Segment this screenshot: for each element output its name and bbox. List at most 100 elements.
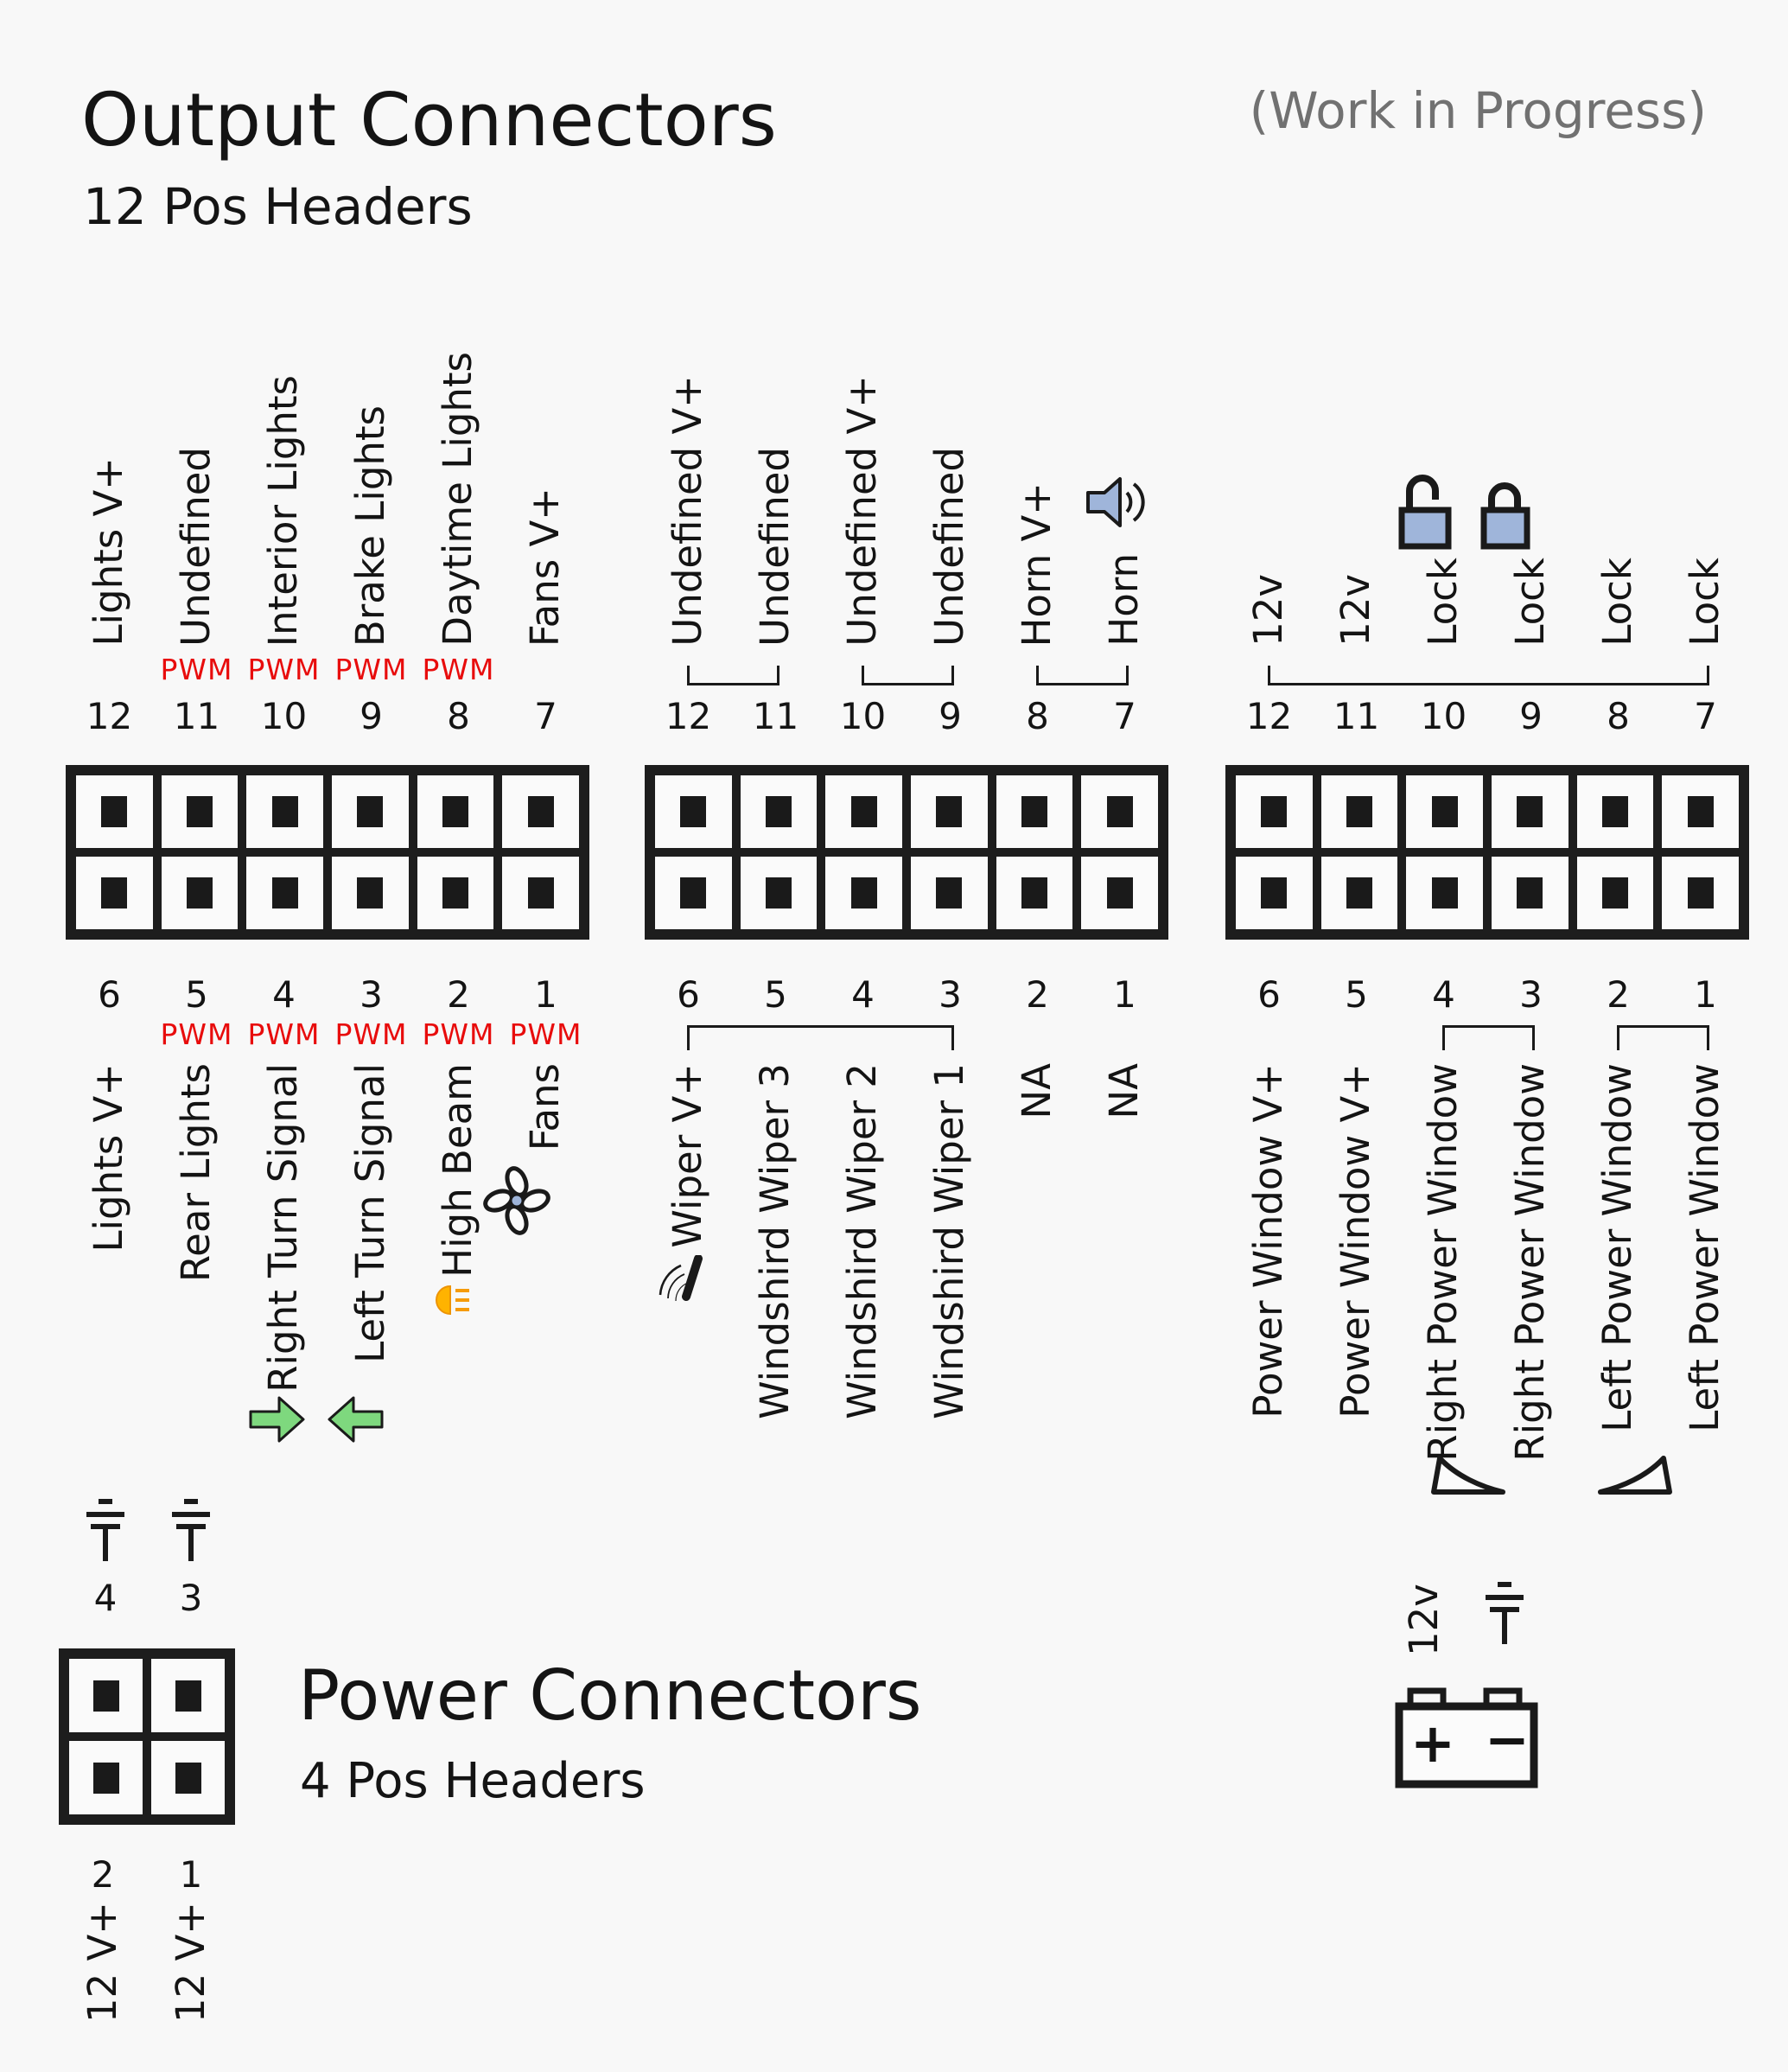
pin-6-number: 6 (98, 972, 121, 1016)
power-pin-2-label: 12 V+ (79, 1902, 125, 2024)
bottom-label-cell: Rear Lights (153, 1063, 240, 1282)
pin-2-number: 2 (447, 972, 470, 1016)
top-label-cell: Interior Lights (240, 375, 328, 647)
top-label-cell: Undefined (907, 447, 994, 647)
socket-pin-5 (156, 852, 243, 934)
bottom-band (1225, 1011, 1749, 1056)
ground-icon (171, 1497, 211, 1563)
socket-pin-4 (821, 852, 907, 934)
pin-7-label: Fans V+ (522, 487, 569, 647)
pin-contact (1106, 796, 1133, 827)
top-label-cell: Lock (1662, 558, 1749, 647)
pin-4-label: Right Power Window (1420, 1063, 1467, 1462)
pin-pair-bracket (687, 666, 779, 685)
pwm-tag-pin-8: PWM (422, 652, 495, 686)
socket-pin-2 (1572, 852, 1658, 934)
pin-contact (1346, 796, 1372, 827)
pin-3-number: 3 (939, 972, 962, 1016)
pin-12-number: 12 (86, 694, 133, 737)
socket-pin-1 (147, 1737, 229, 1819)
pwm-tag-pin-10: PWM (247, 652, 321, 686)
pin-contact (101, 877, 128, 908)
bottom-label-cell: Windshird Wiper 1 (907, 1063, 994, 1419)
pwm-cell: PWM (415, 653, 502, 686)
pin-1-number: 1 (1694, 972, 1717, 1016)
pwm-cell: PWM (153, 1017, 240, 1051)
pin-12-label: 12v (1245, 574, 1292, 647)
pin-contact (1106, 877, 1133, 908)
pin-contact (1431, 877, 1458, 908)
wiper-icon (655, 1254, 710, 1307)
pin-4-label: Right Turn Signal (260, 1063, 307, 1393)
socket-pin-3 (1486, 852, 1573, 934)
socket-pin-7 (1077, 771, 1162, 852)
pin-5-label: Windshird Wiper 3 (752, 1063, 799, 1419)
pin-12-number: 12 (665, 694, 712, 737)
pin-contact (271, 877, 298, 908)
pin-1-label: NA (1101, 1063, 1148, 1119)
pin-contact (186, 796, 213, 827)
socket-pin-8 (1572, 771, 1658, 852)
pwm-cell: PWM (328, 653, 415, 686)
socket-pin-9 (1486, 771, 1573, 852)
socket-pin-2 (991, 852, 1078, 934)
unlocked-padlock-icon (1397, 469, 1454, 550)
pin-10-label: Undefined V+ (839, 375, 886, 647)
bottom-label-cell: Right Turn Signal (240, 1063, 328, 1393)
pin-contact (850, 796, 877, 827)
bottom-label-row: Power Window V+Power Window V+Right Powe… (1225, 1063, 1749, 1470)
pin-4-number: 4 (851, 972, 875, 1016)
right-turn-arrow-icon (249, 1393, 306, 1445)
pin-12-number: 12 (1245, 694, 1293, 737)
pin-9-number: 9 (1519, 694, 1543, 737)
pwm-tag-pin-5: PWM (160, 1017, 233, 1051)
power-connector-block (59, 1648, 235, 1825)
pin-4-number: 4 (272, 972, 296, 1016)
pin-9-number: 9 (360, 694, 383, 737)
socket-pin-7 (498, 771, 583, 852)
socket-pin-11 (1316, 771, 1403, 852)
power-pin-1-label: 12 V+ (167, 1902, 213, 2024)
pin-contact (680, 796, 707, 827)
pin-contact (92, 1762, 119, 1794)
header-block (66, 765, 589, 940)
pin-2-label: Left Power Window (1594, 1063, 1641, 1432)
pin-10-label: Interior Lights (260, 374, 307, 647)
bottom-label-cell: Left Power Window (1575, 1063, 1662, 1432)
ground-icon (86, 1497, 125, 1563)
socket-pin-2 (65, 1737, 147, 1819)
pin-5-number: 5 (1345, 972, 1368, 1016)
socket-pin-6 (72, 852, 157, 934)
pin-7-number: 7 (534, 694, 557, 737)
pin-8-label: Daytime Lights (435, 352, 481, 647)
pin-contact (175, 1680, 201, 1712)
pin-10-number: 10 (1420, 694, 1467, 737)
socket-pin-7 (1658, 771, 1743, 852)
battery-plus-sign: + (1410, 1712, 1455, 1775)
pin-pair-bracket (687, 1025, 954, 1050)
pin-contact (92, 1680, 119, 1712)
page-title: Output Connectors (81, 78, 777, 163)
pin-8-number: 8 (1026, 694, 1049, 737)
pin-contact (1601, 877, 1628, 908)
pin-contact (1021, 796, 1047, 827)
socket-pin-9 (906, 771, 992, 852)
bottom-label-cell: NA (994, 1063, 1081, 1119)
socket-pin-6 (651, 852, 736, 934)
socket-pin-1 (498, 852, 583, 934)
pin-contact (357, 796, 384, 827)
pin-5-label: Rear Lights (173, 1063, 220, 1283)
pin-contact (1261, 796, 1288, 827)
pin-4-number: 4 (1432, 972, 1455, 1016)
bottom-label-cell: Power Window V+ (1313, 1063, 1400, 1419)
pin-contact (442, 796, 468, 827)
socket-pin-11 (156, 771, 243, 852)
pin-1-label: Fans (522, 1063, 569, 1151)
